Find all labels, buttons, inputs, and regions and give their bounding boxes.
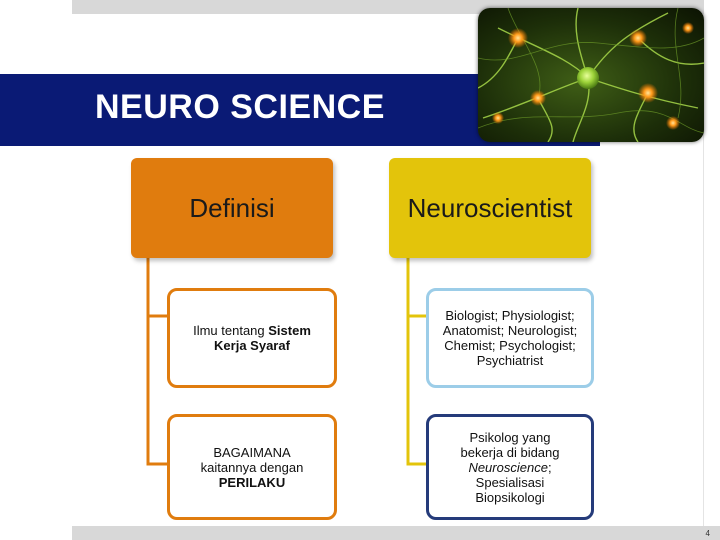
- definisi-item-2-bold: PERILAKU: [218, 474, 286, 490]
- neuron-image: [478, 8, 704, 142]
- definisi-item-2-text: BAGAIMANA kaitannya dengan: [200, 444, 304, 475]
- definisi-item-1: Ilmu tentang Sistem Kerja Syaraf: [167, 288, 337, 388]
- bottom-decor-bar: [72, 526, 720, 540]
- neuroscientist-item-2-italic: Neuroscience: [468, 459, 548, 475]
- right-connector: [406, 258, 430, 466]
- slide-title: NEURO SCIENCE: [95, 88, 385, 126]
- page-number: 4: [705, 529, 710, 538]
- neuroscientist-header: Neuroscientist: [389, 158, 591, 258]
- definisi-item-2: BAGAIMANA kaitannya dengan PERILAKU: [167, 414, 337, 520]
- definisi-header-label: Definisi: [189, 192, 275, 223]
- right-decor-bar: [703, 14, 720, 540]
- definisi-item-1-text: Ilmu tentang: [193, 323, 269, 338]
- neuroscientist-item-2-post: ; Spesialisasi Biopsikologi: [475, 459, 552, 505]
- left-connector: [146, 258, 170, 466]
- neuroscientist-item-2-pre: Psikolog yang bekerja di bidang: [460, 429, 560, 460]
- neuroscientist-item-2: Psikolog yang bekerja di bidang Neurosci…: [426, 414, 594, 520]
- neuroscientist-header-label: Neuroscientist: [407, 192, 573, 223]
- neuroscientist-item-1: Biologist; Physiologist; Anatomist; Neur…: [426, 288, 594, 388]
- definisi-header: Definisi: [131, 158, 333, 258]
- definisi-item-1-bold: Sistem Kerja Syaraf: [214, 323, 311, 353]
- neuroscientist-item-1-text: Biologist; Physiologist; Anatomist; Neur…: [442, 308, 578, 368]
